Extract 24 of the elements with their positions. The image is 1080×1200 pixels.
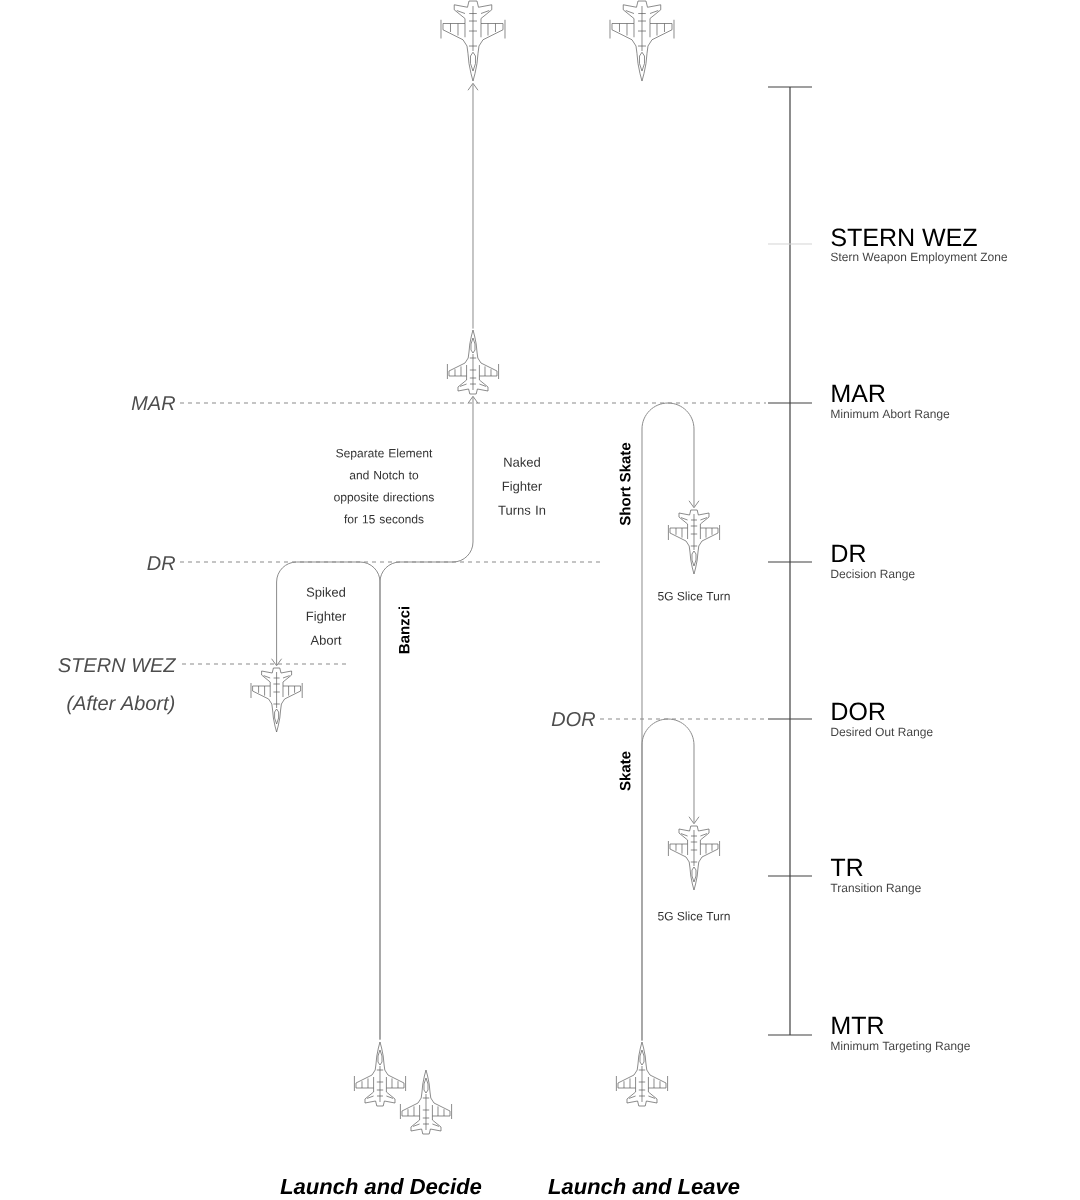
arrow [379, 395, 479, 1041]
column-title: Launch and Leave [548, 1178, 740, 1195]
fighter-jet [668, 825, 720, 891]
range-label: MAR [832, 384, 885, 402]
range-label: MAR [131, 396, 175, 410]
range-label: DOR [551, 712, 595, 727]
fighter-jet [447, 329, 499, 395]
range-label: DOR [832, 702, 885, 721]
fighter-jet [616, 1041, 668, 1107]
range-label: MTR [832, 1016, 884, 1034]
range-note: (After Abort) [67, 695, 175, 715]
column-title: Launch and Decide [280, 1178, 482, 1195]
fighter-jet [668, 509, 720, 575]
range-label: TR [830, 858, 863, 876]
arrow [467, 82, 479, 330]
fighter-jet [250, 667, 303, 733]
range-label: DR [832, 544, 866, 562]
range-label: STERN WEZ [58, 658, 177, 673]
arrow [641, 718, 700, 1042]
range-label: DR [147, 556, 175, 570]
fighter-jet [609, 0, 675, 82]
fighter-jet [440, 0, 506, 82]
fighter-jets [354, 1041, 452, 1135]
range-label: STERN WEZ [831, 228, 977, 247]
